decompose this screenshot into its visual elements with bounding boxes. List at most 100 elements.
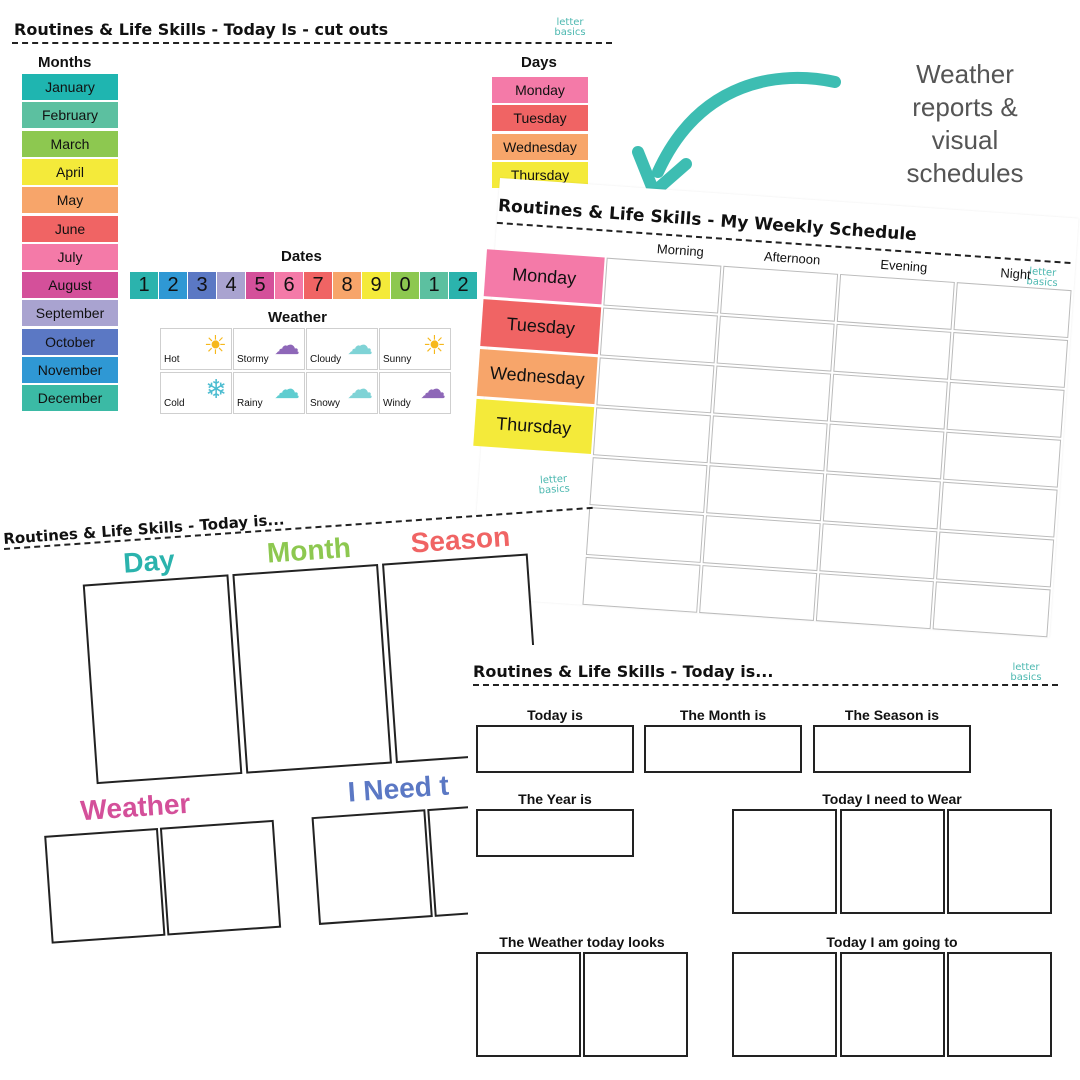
schedule-cell bbox=[829, 373, 948, 430]
season-heading: Season bbox=[409, 520, 512, 559]
going-box-2 bbox=[840, 952, 945, 1057]
weather-card-cold: ❄Cold bbox=[160, 372, 232, 414]
going-to-label: Today I am going to bbox=[826, 934, 958, 950]
rain-cloud-icon: ☁ bbox=[274, 374, 300, 404]
weekly-day-tuesday: Tuesday bbox=[480, 299, 602, 355]
days-heading: Days bbox=[521, 54, 557, 71]
month-tile-december: December bbox=[22, 385, 118, 412]
today-small-sheet: Routines & Life Skills - Today is... let… bbox=[468, 645, 1080, 1080]
weekly-schedule-sheet: Routines & Life Skills - My Weekly Sched… bbox=[470, 178, 1079, 640]
schedule-cell bbox=[819, 523, 938, 580]
weather-card-rainy: ☁ Rainy bbox=[233, 372, 305, 414]
schedule-cell bbox=[582, 556, 701, 613]
month-tile-march: March bbox=[22, 130, 118, 157]
date-tile: 2 bbox=[449, 272, 477, 299]
weather-card-label: Hot bbox=[164, 354, 180, 365]
month-tile-june: June bbox=[22, 215, 118, 242]
month-is-label: The Month is bbox=[679, 707, 767, 723]
cloud-icon: ☁ bbox=[347, 330, 373, 360]
weather-card-cloudy: ☁ Cloudy bbox=[306, 328, 378, 370]
weather-heading-large: Weather bbox=[79, 787, 192, 827]
wear-box-2 bbox=[840, 809, 945, 914]
schedule-cell bbox=[699, 565, 818, 621]
schedule-cell bbox=[932, 581, 1051, 638]
today-small-divider bbox=[473, 684, 1058, 686]
weather-card-hot: ☀ Hot bbox=[160, 328, 232, 370]
date-tile: 1 bbox=[420, 272, 448, 299]
promo-line: reports & bbox=[912, 92, 1018, 122]
going-box-3 bbox=[947, 952, 1052, 1057]
schedule-cell bbox=[702, 515, 821, 572]
need-to-wear-label: Today I need to Wear bbox=[822, 791, 962, 807]
weather-card-sunny: ☀Sunny bbox=[379, 328, 451, 370]
schedule-cell bbox=[603, 257, 722, 314]
snow-cloud-icon: ☁ bbox=[347, 374, 373, 404]
day-tile-wednesday: Wednesday bbox=[492, 133, 588, 160]
month-tile-august: August bbox=[22, 272, 118, 299]
promo-line: Weather bbox=[916, 59, 1014, 89]
schedule-cell bbox=[946, 381, 1065, 438]
sun-icon: ☀ bbox=[203, 330, 227, 360]
cutouts-title-divider bbox=[12, 42, 612, 44]
date-tile: 6 bbox=[275, 272, 303, 299]
schedule-cell bbox=[596, 357, 715, 414]
schedule-cell bbox=[713, 365, 832, 422]
today-is-label: Today is bbox=[527, 707, 583, 723]
weather-box-1 bbox=[44, 827, 166, 944]
schedule-cell bbox=[836, 273, 955, 330]
year-is-label: The Year is bbox=[518, 791, 592, 807]
date-tile: 5 bbox=[246, 272, 274, 299]
dates-heading: Dates bbox=[281, 248, 322, 265]
date-tile: 9 bbox=[362, 272, 390, 299]
weekly-day-wednesday: Wednesday bbox=[476, 349, 598, 405]
date-tile: 3 bbox=[188, 272, 216, 299]
schedule-cell bbox=[592, 407, 711, 464]
schedule-cell bbox=[943, 431, 1062, 488]
col-afternoon: Afternoon bbox=[763, 248, 821, 268]
month-tile-september: September bbox=[22, 300, 118, 327]
promo-line: visual bbox=[931, 125, 999, 155]
wear-box-1 bbox=[732, 809, 837, 914]
schedule-cell bbox=[706, 465, 825, 522]
season-is-label: The Season is bbox=[844, 707, 940, 723]
schedule-cell bbox=[585, 507, 704, 563]
curved-arrow-icon bbox=[632, 71, 841, 198]
date-tile: 8 bbox=[333, 272, 361, 299]
weather-grid: ☀Hot☁Stormy☁Cloudy☀Sunny❄Cold☁Rainy☁Snow… bbox=[160, 328, 452, 414]
wear-box-3 bbox=[947, 809, 1052, 914]
storm-cloud-icon: ☁ bbox=[274, 330, 300, 360]
promo-line: schedules bbox=[906, 158, 1024, 188]
weather-card-label: Cold bbox=[164, 398, 185, 409]
month-tile-january: January bbox=[22, 74, 118, 100]
weather-looks-box-1 bbox=[476, 952, 581, 1057]
schedule-cell bbox=[720, 265, 839, 322]
weather-card-label: Sunny bbox=[383, 354, 412, 365]
schedule-cell bbox=[709, 415, 828, 472]
cutouts-title: Routines & Life Skills - Today Is - cut … bbox=[14, 20, 389, 39]
weather-looks-label: The Weather today looks bbox=[499, 934, 665, 950]
month-box bbox=[232, 563, 392, 774]
month-heading: Month bbox=[265, 531, 352, 569]
month-is-box bbox=[644, 725, 802, 773]
day-tile-tuesday: Tuesday bbox=[492, 105, 588, 132]
month-tile-april: April bbox=[22, 158, 118, 185]
weather-card-snowy: ☁Snowy bbox=[306, 372, 378, 414]
weekly-grid bbox=[582, 257, 1072, 640]
weather-card-label: Rainy bbox=[237, 398, 263, 409]
schedule-cell bbox=[936, 531, 1055, 588]
schedule-cell bbox=[599, 307, 718, 364]
weather-looks-box-2 bbox=[583, 952, 688, 1057]
date-tile: 0 bbox=[391, 272, 419, 299]
day-heading: Day bbox=[122, 544, 176, 579]
month-tile-july: July bbox=[22, 243, 118, 270]
day-box bbox=[82, 574, 243, 785]
col-morning: Morning bbox=[656, 241, 705, 260]
going-box-1 bbox=[732, 952, 837, 1057]
month-tile-october: October bbox=[22, 328, 118, 355]
today-large-title: Routines & Life Skills - Today is... bbox=[2, 510, 286, 548]
weather-card-label: Cloudy bbox=[310, 354, 342, 365]
months-heading: Months bbox=[38, 54, 92, 71]
promo-text: Weather reports & visual schedules bbox=[880, 58, 1050, 190]
today-small-logo: letter basics bbox=[1010, 662, 1042, 683]
